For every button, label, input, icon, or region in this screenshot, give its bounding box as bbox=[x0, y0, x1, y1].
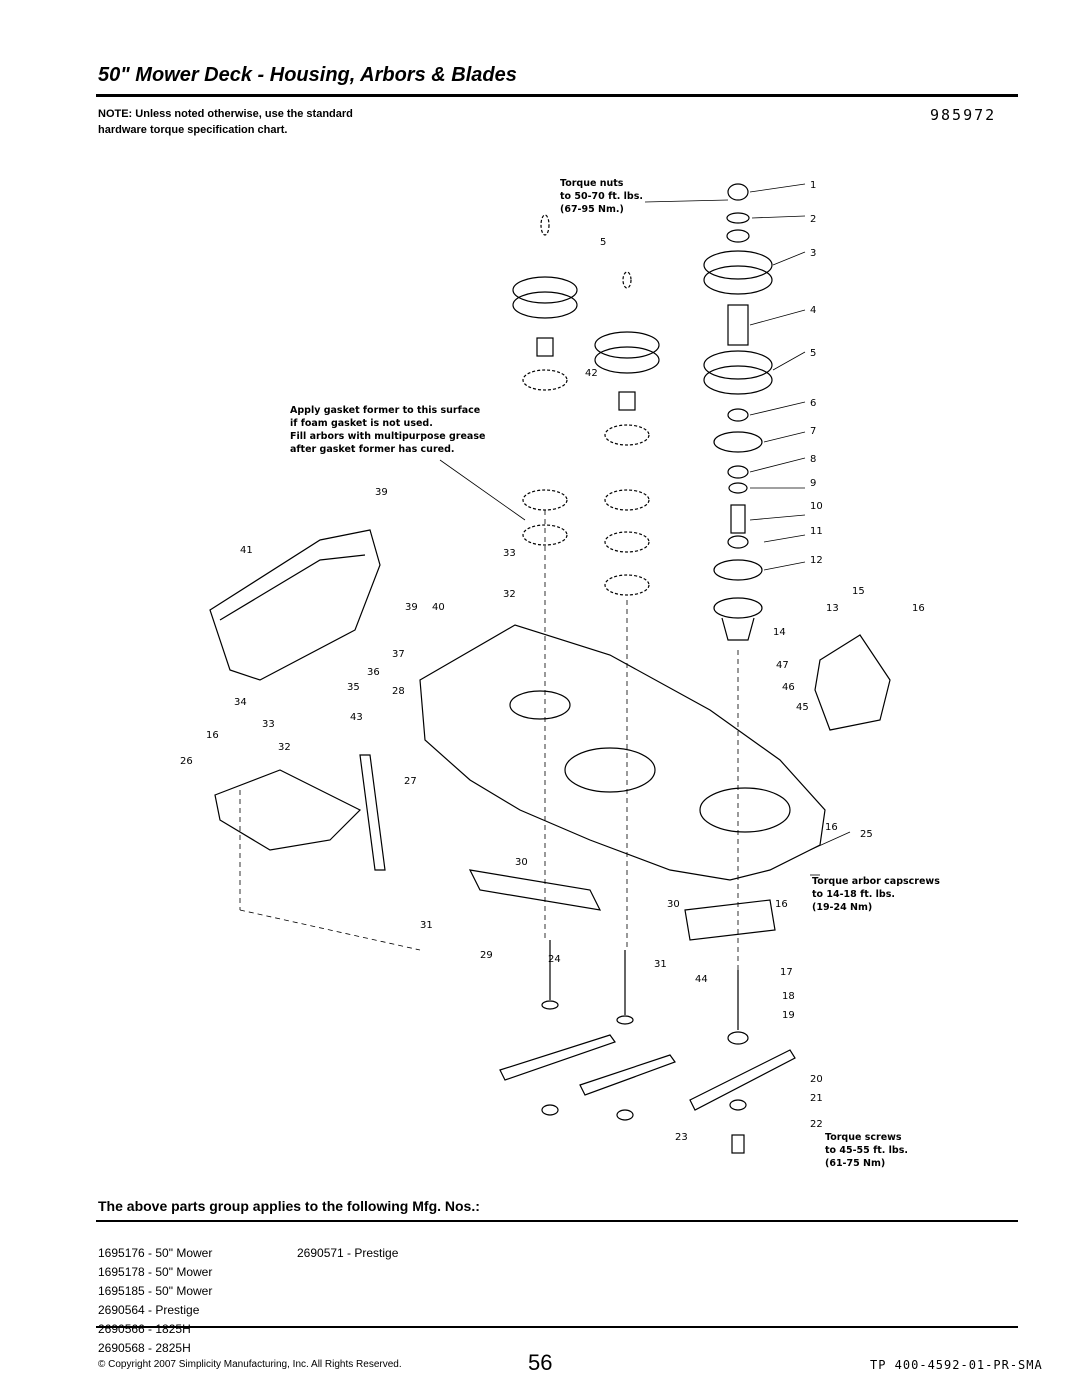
svg-text:47: 47 bbox=[776, 660, 789, 671]
torque-screws-note: Torque screws to 45-55 ft. lbs. (61-75 N… bbox=[825, 1132, 908, 1169]
svg-text:12: 12 bbox=[810, 555, 823, 566]
svg-text:30: 30 bbox=[667, 899, 680, 910]
svg-text:Fill arbors with multipurpose: Fill arbors with multipurpose grease bbox=[290, 431, 485, 442]
svg-text:14: 14 bbox=[773, 627, 786, 638]
svg-text:11: 11 bbox=[810, 526, 823, 537]
svg-text:32: 32 bbox=[503, 589, 516, 600]
mfg-item: 1695178 - 50" Mower bbox=[98, 1265, 213, 1279]
applies-heading: The above parts group applies to the fol… bbox=[98, 1198, 480, 1214]
diagram-part-number: 985972 bbox=[930, 106, 997, 124]
svg-text:16: 16 bbox=[206, 730, 219, 741]
svg-text:31: 31 bbox=[654, 959, 667, 970]
mfg-item: 2690568 - 2825H bbox=[98, 1341, 191, 1355]
gasket-note: Apply gasket former to this surface if f… bbox=[290, 405, 485, 455]
svg-text:39: 39 bbox=[375, 487, 388, 498]
svg-text:34: 34 bbox=[234, 697, 247, 708]
svg-text:to 45-55 ft. lbs.: to 45-55 ft. lbs. bbox=[825, 1145, 908, 1156]
svg-text:45: 45 bbox=[796, 702, 809, 713]
svg-text:43: 43 bbox=[350, 712, 363, 723]
svg-text:44: 44 bbox=[695, 974, 708, 985]
svg-text:3: 3 bbox=[810, 248, 816, 259]
svg-text:5: 5 bbox=[600, 237, 606, 248]
svg-text:20: 20 bbox=[810, 1074, 823, 1085]
svg-text:Apply gasket former to this su: Apply gasket former to this surface bbox=[290, 405, 480, 416]
mfg-list-col1: 1695176 - 50" Mower 1695178 - 50" Mower … bbox=[98, 1244, 212, 1358]
exploded-parts-diagram: Torque nuts to 50-70 ft. lbs. (67-95 Nm.… bbox=[170, 170, 950, 1180]
diagram-svg: Torque nuts to 50-70 ft. lbs. (67-95 Nm.… bbox=[180, 178, 940, 1169]
svg-text:16: 16 bbox=[912, 603, 925, 614]
svg-text:22: 22 bbox=[810, 1119, 823, 1130]
svg-text:7: 7 bbox=[810, 426, 816, 437]
mfg-item: 2690566 - 1825H bbox=[98, 1322, 191, 1336]
svg-text:29: 29 bbox=[480, 950, 493, 961]
svg-text:23: 23 bbox=[675, 1132, 688, 1143]
mfg-item: 1695185 - 50" Mower bbox=[98, 1284, 213, 1298]
svg-text:21: 21 bbox=[810, 1093, 823, 1104]
svg-text:1: 1 bbox=[810, 180, 816, 191]
svg-text:19: 19 bbox=[782, 1010, 795, 1021]
mfg-item: 2690564 - Prestige bbox=[98, 1303, 200, 1317]
svg-text:(67-95 Nm.): (67-95 Nm.) bbox=[560, 204, 624, 215]
svg-text:35: 35 bbox=[347, 682, 360, 693]
svg-text:to 14-18 ft. lbs.: to 14-18 ft. lbs. bbox=[812, 889, 895, 900]
svg-text:(19-24 Nm): (19-24 Nm) bbox=[812, 902, 872, 913]
svg-text:Torque screws: Torque screws bbox=[825, 1132, 902, 1143]
callout-numbers: 1 2 3 4 5 6 7 8 9 10 11 12 13 14 15 16 5… bbox=[180, 180, 925, 1143]
applies-rule bbox=[96, 1220, 1018, 1222]
svg-text:16: 16 bbox=[825, 822, 838, 833]
svg-text:33: 33 bbox=[503, 548, 516, 559]
svg-text:27: 27 bbox=[404, 776, 417, 787]
svg-text:31: 31 bbox=[420, 920, 433, 931]
mfg-list-col2: 2690571 - Prestige bbox=[297, 1244, 398, 1263]
copyright: © Copyright 2007 Simplicity Manufacturin… bbox=[98, 1359, 402, 1370]
svg-text:2: 2 bbox=[810, 214, 816, 225]
svg-text:if foam gasket is not used.: if foam gasket is not used. bbox=[290, 418, 433, 429]
svg-text:41: 41 bbox=[240, 545, 253, 556]
title-rule bbox=[96, 94, 1018, 97]
svg-text:9: 9 bbox=[810, 478, 816, 489]
mfg-item: 1695176 - 50" Mower bbox=[98, 1246, 213, 1260]
svg-text:25: 25 bbox=[860, 829, 873, 840]
svg-text:Torque nuts: Torque nuts bbox=[560, 178, 624, 189]
svg-text:42: 42 bbox=[585, 368, 598, 379]
torque-nuts-note: Torque nuts to 50-70 ft. lbs. (67-95 Nm.… bbox=[560, 178, 643, 215]
svg-text:after gasket former has cured.: after gasket former has cured. bbox=[290, 444, 455, 455]
svg-text:33: 33 bbox=[262, 719, 275, 730]
svg-text:17: 17 bbox=[780, 967, 793, 978]
svg-text:10: 10 bbox=[810, 501, 823, 512]
svg-text:26: 26 bbox=[180, 756, 193, 767]
page-title: 50" Mower Deck - Housing, Arbors & Blade… bbox=[98, 64, 517, 86]
svg-text:40: 40 bbox=[432, 602, 445, 613]
footer-rule bbox=[96, 1326, 1018, 1328]
svg-text:4: 4 bbox=[810, 305, 816, 316]
svg-text:(61-75 Nm): (61-75 Nm) bbox=[825, 1158, 885, 1169]
svg-text:39: 39 bbox=[405, 602, 418, 613]
svg-text:5: 5 bbox=[810, 348, 816, 359]
svg-text:Torque arbor capscrews: Torque arbor capscrews bbox=[812, 876, 940, 887]
svg-text:8: 8 bbox=[810, 454, 816, 465]
svg-text:37: 37 bbox=[392, 649, 405, 660]
document-reference: TP 400-4592-01-PR-SMA bbox=[870, 1358, 1043, 1372]
mfg-item: 2690571 - Prestige bbox=[297, 1246, 399, 1260]
svg-text:6: 6 bbox=[810, 398, 816, 409]
svg-text:13: 13 bbox=[826, 603, 839, 614]
svg-text:to 50-70 ft. lbs.: to 50-70 ft. lbs. bbox=[560, 191, 643, 202]
svg-text:32: 32 bbox=[278, 742, 291, 753]
page-number: 56 bbox=[528, 1350, 553, 1375]
svg-text:46: 46 bbox=[782, 682, 795, 693]
torque-note: NOTE: Unless noted otherwise, use the st… bbox=[98, 108, 353, 136]
svg-text:16: 16 bbox=[775, 899, 788, 910]
svg-text:18: 18 bbox=[782, 991, 795, 1002]
torque-arbor-note: Torque arbor capscrews to 14-18 ft. lbs.… bbox=[812, 876, 940, 913]
svg-text:28: 28 bbox=[392, 686, 405, 697]
svg-text:24: 24 bbox=[548, 954, 561, 965]
svg-text:15: 15 bbox=[852, 586, 865, 597]
svg-text:30: 30 bbox=[515, 857, 528, 868]
svg-text:36: 36 bbox=[367, 667, 380, 678]
